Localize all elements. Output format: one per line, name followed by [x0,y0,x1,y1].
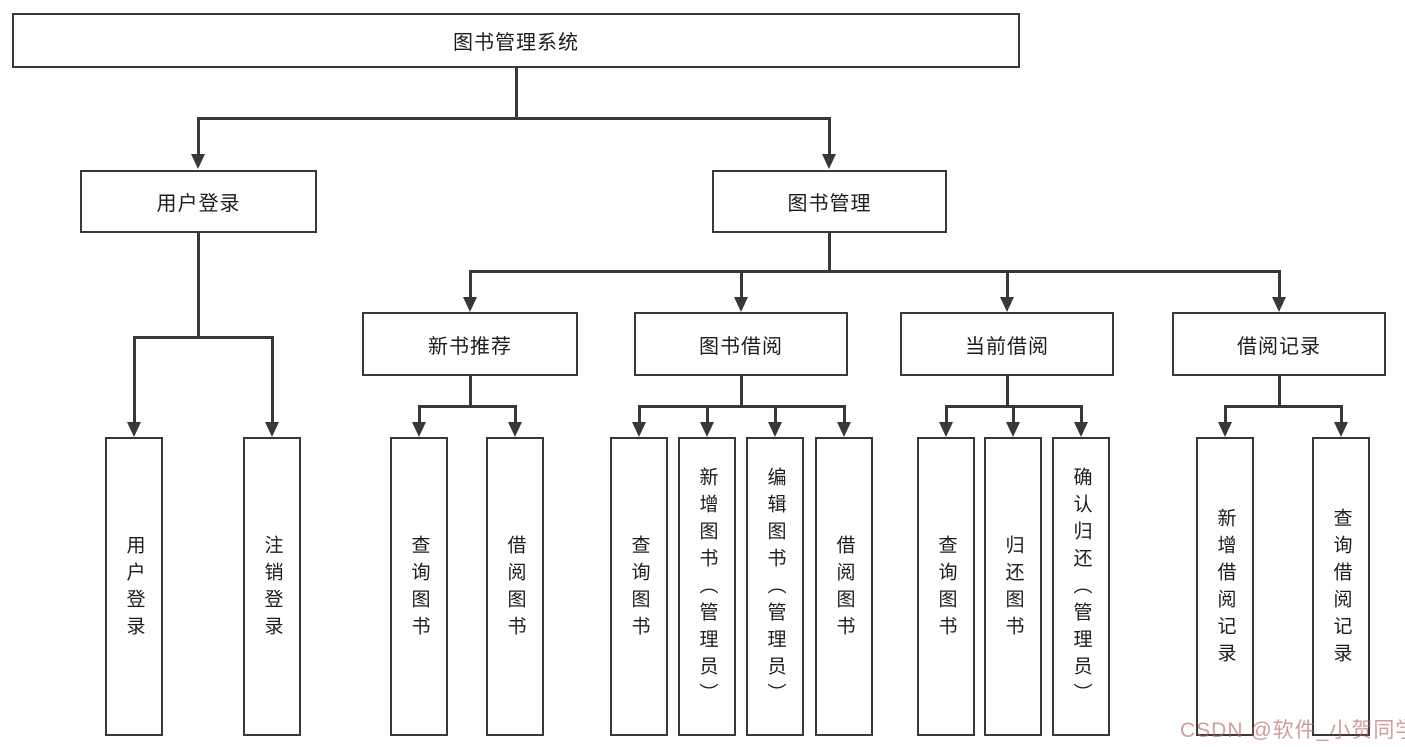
leaf-query-borrow-record: 查询借阅记录 [1312,437,1370,736]
connector [196,233,200,339]
connector-arrow [768,422,782,437]
connector [739,270,743,299]
connector-arrow [265,422,279,437]
connector-arrow [1074,422,1088,437]
connector-arrow [1334,422,1348,437]
connector [1277,270,1281,299]
connector-arrow [700,422,714,437]
connector [132,336,274,339]
connector-arrow [632,422,646,437]
leaf-add-books-admin: 新增图书（管理员） [678,437,736,736]
node-book-borrowing: 图书借阅 [634,312,848,376]
leaf-user-login: 用户登录 [105,437,163,736]
connector [132,336,136,425]
connector [196,117,200,157]
connector-arrow [939,422,953,437]
connector [468,270,472,299]
leaf-borrow-books-recommend: 借阅图书 [486,437,544,736]
connector [1005,376,1009,408]
connector [468,376,472,408]
connector-arrow [463,297,477,312]
connector [1079,405,1083,425]
connector-arrow [1218,422,1232,437]
connector-arrow [837,422,851,437]
connector [417,405,421,425]
connector [514,68,518,118]
leaf-logout: 注销登录 [243,437,301,736]
connector [827,117,831,157]
connector [773,405,777,425]
connector-arrow [822,154,836,169]
connector-arrow [508,422,522,437]
connector [944,405,948,425]
connector [270,336,274,425]
connector [468,270,1281,273]
connector-arrow [1000,297,1014,312]
csdn-watermark: CSDN @软件_小贺同学 [1180,719,1405,742]
leaf-query-books-recommend: 查询图书 [390,437,448,736]
connector-arrow [191,154,205,169]
connector [739,376,743,408]
connector [1339,405,1343,425]
connector [637,405,641,425]
connector [827,233,831,273]
connector-arrow [1272,297,1286,312]
leaf-edit-books-admin: 编辑图书（管理员） [746,437,804,736]
connector [637,405,846,408]
connector [513,405,517,425]
connector [842,405,846,425]
node-borrowing-records: 借阅记录 [1172,312,1386,376]
connector [1223,405,1227,425]
connector [417,405,517,408]
connector [705,405,709,425]
leaf-return-books: 归还图书 [984,437,1042,736]
connector [1005,270,1009,299]
connector [1277,376,1281,408]
connector-arrow [1006,422,1020,437]
leaf-borrow-books-borrowing: 借阅图书 [815,437,873,736]
leaf-query-books-borrowing: 查询图书 [610,437,668,736]
node-book-management: 图书管理 [712,170,947,233]
connector-arrow [412,422,426,437]
node-user-login: 用户登录 [80,170,317,233]
connector [1011,405,1015,425]
connector-arrow [127,422,141,437]
connector [196,117,831,120]
node-library-management-system: 图书管理系统 [12,13,1020,68]
connector-arrow [734,297,748,312]
node-new-book-recommendation: 新书推荐 [362,312,578,376]
node-current-borrowing: 当前借阅 [900,312,1114,376]
leaf-add-borrow-record: 新增借阅记录 [1196,437,1254,736]
leaf-query-books-current: 查询图书 [917,437,975,736]
leaf-confirm-return-admin: 确认归还（管理员） [1052,437,1110,736]
connector [1223,405,1343,408]
